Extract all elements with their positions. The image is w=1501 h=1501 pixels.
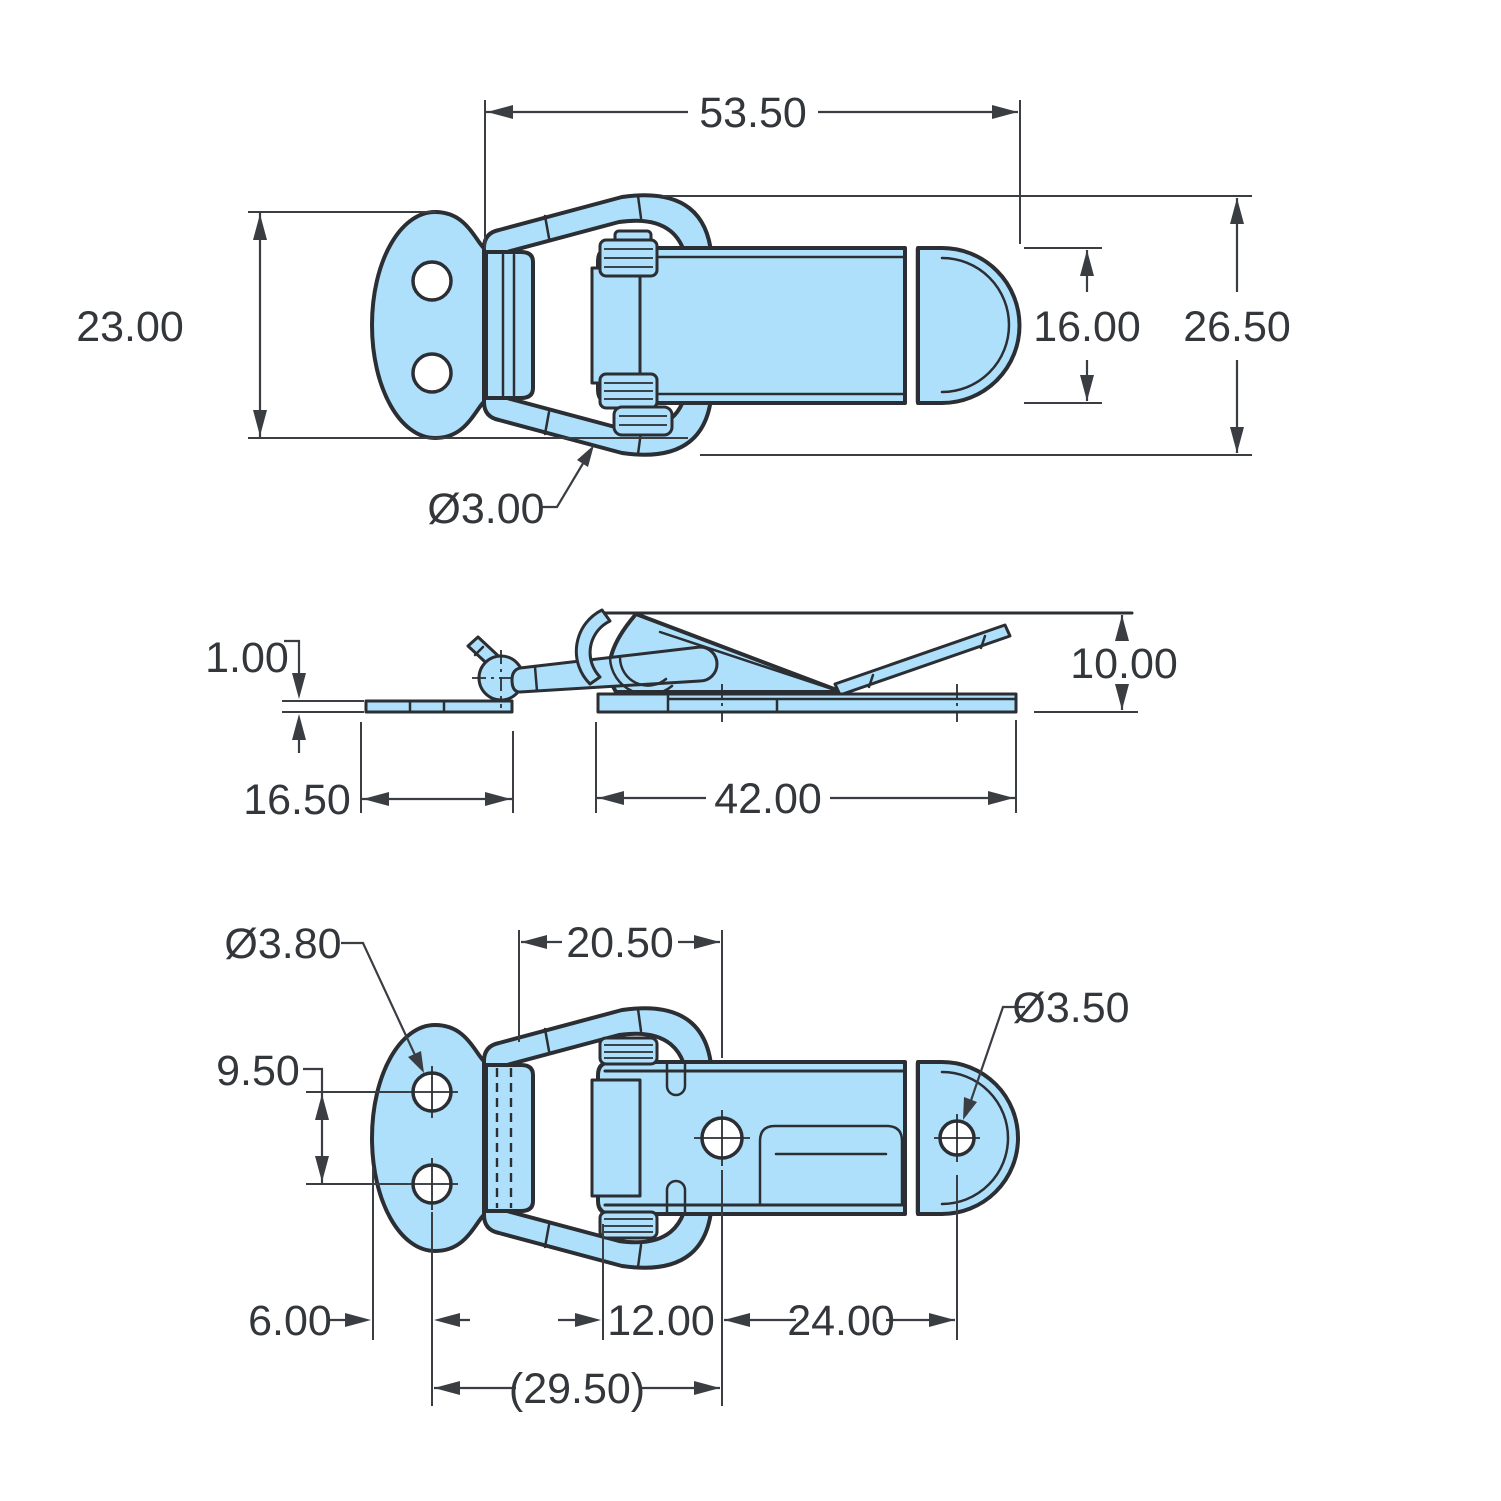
dim-body-height: 16.00 bbox=[1024, 247, 1141, 404]
bottom-view-slider-plate bbox=[590, 1078, 642, 1198]
dim-center-to-right-hole-label: 24.00 bbox=[787, 1297, 895, 1345]
side-view-hook-plate bbox=[364, 699, 514, 714]
side-view-spring-curl bbox=[574, 608, 612, 686]
cap-inner-arc bbox=[940, 256, 1011, 394]
top-view-end-cap bbox=[916, 246, 1022, 405]
callout-right-hole-diameter-label: Ø3.50 bbox=[1012, 984, 1129, 1032]
hook-plate-ticks bbox=[408, 699, 446, 714]
dim-overall-reference-label: (29.50) bbox=[509, 1365, 645, 1413]
bottom-view-hole-right bbox=[934, 1114, 980, 1162]
dim-hole-spacing: 9.50 bbox=[216, 1047, 407, 1185]
bottom-view-spring-catch-top bbox=[598, 1036, 659, 1066]
bottom-view: 20.50 Ø3.80 Ø3.50 9.50 6 bbox=[216, 919, 1129, 1413]
bottom-view-hole-lower-left bbox=[406, 1158, 458, 1210]
bail-segment-ticks bbox=[543, 194, 643, 456]
callout-wire-diameter-label: Ø3.00 bbox=[427, 485, 544, 533]
callout-left-hole-diameter: Ø3.80 bbox=[224, 920, 424, 1073]
bottom-view-spring-catch-bottom bbox=[598, 1210, 659, 1240]
dim-edge-to-center: 12.00 bbox=[558, 1297, 715, 1345]
top-view: 53.50 23.00 16.00 26.50 bbox=[76, 89, 1291, 533]
wedge-thickness-line bbox=[658, 630, 837, 692]
bottom-view-hole-center bbox=[694, 1110, 750, 1166]
tail-ticks bbox=[867, 634, 987, 689]
cap-inner-arc-bottom bbox=[940, 1070, 1010, 1206]
dim-plate-thickness: 1.00 bbox=[205, 634, 364, 753]
dim-hole-spacing-label: 9.50 bbox=[216, 1047, 300, 1095]
bottom-view-latch-plate bbox=[596, 1060, 907, 1216]
dim-edge-to-center-label: 12.00 bbox=[607, 1297, 715, 1345]
latch-plate-inner-edges bbox=[603, 1069, 905, 1207]
pivot-arcs bbox=[608, 656, 674, 696]
top-view-spring-catch-top bbox=[598, 229, 659, 278]
base-plate-centermarks bbox=[721, 684, 958, 722]
dim-side-overall-height-label: 10.00 bbox=[1070, 640, 1178, 688]
top-view-hinge bbox=[484, 250, 535, 400]
dim-hinge-to-center-label: 20.50 bbox=[566, 919, 674, 967]
dim-top-width: 53.50 bbox=[484, 89, 1021, 249]
dim-side-overall-height: 10.00 bbox=[1034, 615, 1178, 713]
bottom-view-hinge bbox=[484, 1063, 535, 1213]
base-plate-details bbox=[666, 692, 1018, 714]
dim-top-width-label: 53.50 bbox=[699, 89, 807, 137]
bottom-view-hole-upper-left bbox=[406, 1066, 458, 1118]
bail-segment-ticks-bottom bbox=[543, 1007, 643, 1269]
top-view-base-plate bbox=[370, 210, 502, 440]
dim-overall-reference: (29.50) bbox=[434, 1365, 720, 1413]
dim-hook-plate-length-label: 16.50 bbox=[243, 776, 351, 824]
dim-overall-height-label: 26.50 bbox=[1183, 303, 1291, 351]
side-view: 1.00 16.50 42.00 10.00 bbox=[205, 608, 1178, 824]
top-view-spring-catch-bottom bbox=[598, 372, 674, 437]
top-view-slider-plate bbox=[590, 266, 642, 385]
hook-roll-centerlines bbox=[472, 650, 532, 708]
dim-body-height-label: 16.00 bbox=[1033, 303, 1141, 351]
dim-plate-thickness-label: 1.00 bbox=[205, 634, 289, 682]
top-view-hole-lower bbox=[411, 352, 453, 394]
dim-plate-height: 23.00 bbox=[76, 211, 688, 439]
dim-edge-to-hole: 6.00 bbox=[248, 1297, 470, 1345]
stamped-fingers bbox=[665, 1062, 687, 1214]
lever-arm-tick bbox=[533, 665, 539, 693]
callout-left-hole-diameter-label: Ø3.80 bbox=[224, 920, 341, 968]
dim-overall-height: 26.50 bbox=[662, 195, 1291, 456]
side-view-lift-tail bbox=[833, 623, 1012, 697]
lower-extension-lines bbox=[372, 1168, 958, 1406]
lanced-slot bbox=[758, 1124, 904, 1205]
callout-right-hole-diameter: Ø3.50 bbox=[963, 984, 1130, 1120]
dim-plate-height-label: 23.00 bbox=[76, 303, 184, 351]
hinge-inner-lines bbox=[501, 253, 516, 397]
side-view-base-plate bbox=[596, 692, 1018, 714]
dim-base-plate-length-label: 42.00 bbox=[714, 775, 822, 823]
bottom-view-base-plate bbox=[370, 1023, 502, 1253]
dim-center-to-right-hole: 24.00 bbox=[724, 1297, 955, 1345]
callout-wire-diameter: Ø3.00 bbox=[427, 445, 594, 533]
dim-edge-to-hole-label: 6.00 bbox=[248, 1297, 332, 1345]
release-tab-tick bbox=[473, 645, 485, 657]
dim-hinge-to-center: 20.50 bbox=[518, 919, 723, 1058]
hinge-hidden-lines bbox=[495, 1068, 513, 1208]
top-view-hole-upper bbox=[411, 260, 453, 302]
dim-base-plate-length: 42.00 bbox=[595, 720, 1017, 823]
dim-hook-plate-length: 16.50 bbox=[243, 722, 514, 824]
